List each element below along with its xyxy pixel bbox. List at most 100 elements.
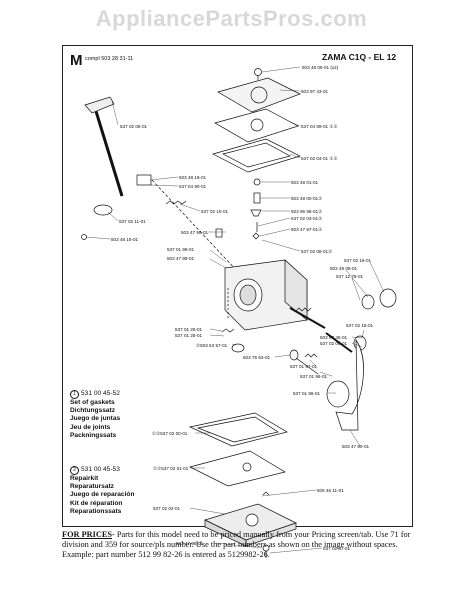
callout-label: 537 02 10-01: [201, 209, 229, 214]
callout-label: 537 02 16-01: [344, 258, 372, 263]
carburetor-body: [224, 259, 308, 331]
callout-label: 537 01 96-01: [293, 391, 321, 396]
idle-spring: [304, 353, 318, 358]
callout-label: 537 04 90-01: [179, 184, 207, 189]
metering-lever: [262, 491, 270, 496]
pump-diaphragm: [214, 108, 299, 143]
callout-label: 537 01 97-01: [290, 364, 318, 369]
kit-name: Juego de reparación: [70, 491, 135, 499]
callout-label: 503 75 53-01: [243, 355, 271, 360]
callout-label: 503 48 01-01: [291, 180, 319, 185]
valve-screw: [81, 234, 87, 240]
high-speed-needle: [289, 307, 326, 329]
fuel-screen-spring: [221, 328, 235, 333]
callout-label: 537 02 07-01: [323, 546, 351, 551]
leader-lines: [85, 66, 385, 554]
kit-name: Jeu de joints: [70, 423, 111, 431]
gasket-inner: [222, 142, 291, 168]
kit-name: Reparationssats: [70, 507, 122, 515]
callout-label: 537 02 06-01: [320, 341, 348, 346]
choke-shaft: [151, 179, 239, 273]
callout-label: 537 04 89-01 ①②: [301, 124, 338, 129]
callout-label: 537 01 25-01: [175, 333, 203, 338]
pricing-note-lead: FOR PRICES: [62, 530, 113, 539]
diagram-title: ZAMA C1Q - EL 12: [322, 52, 397, 62]
callout-label: 537 02 18-01: [346, 323, 374, 328]
kit-marker-1: 1: [70, 390, 79, 399]
callout-label: 537 12 78-01: [336, 274, 364, 279]
cover-screw: [254, 68, 262, 80]
section-letter: M: [70, 52, 83, 69]
callout-label: 537 02 04-01 ①②: [301, 156, 338, 161]
kit-name: Packningssats: [70, 431, 117, 439]
idle-screw: [295, 357, 319, 375]
callout-label: 503 48 05-01 (x2): [302, 65, 339, 70]
kit-marker-2: 2: [70, 466, 79, 475]
limiter-caps: [353, 288, 397, 351]
callout-label: 503 48 16-01: [111, 237, 139, 242]
kit-name: Kit de réparation: [70, 499, 123, 507]
throttle-shaft: [93, 107, 124, 197]
inlet-needle: [250, 209, 262, 217]
callout-label: 503 47 97-01②: [291, 227, 323, 232]
callout-label: 503 47 89-01: [167, 256, 195, 261]
callout-label: 503 97 43-01: [301, 89, 329, 94]
diaphragm-button: [242, 462, 252, 472]
callout-label: 537 01 98-01: [167, 247, 195, 252]
callout-label: 503 47 90-01: [181, 230, 209, 235]
callout-label: 537 02 11-01: [119, 219, 146, 224]
callout-label: ①②537 02 01-01: [153, 466, 189, 471]
callout-label: 503 48 09-01: [330, 266, 358, 271]
kit-name: Set of gaskets: [70, 399, 115, 406]
metering-gasket: [188, 412, 288, 447]
callout-label: 503 47 96-01: [176, 541, 204, 546]
kit-number: 531 00 45-53: [81, 466, 120, 473]
callout-label: 537 01 96-01: [300, 374, 328, 379]
choke-lever: [335, 338, 364, 431]
kit-name: Dichtungssatz: [70, 407, 116, 415]
compl-label: compl 503 28 31-11: [85, 56, 134, 62]
pump-gasket: [212, 138, 301, 173]
callout-label: 503 48 00-01②: [291, 196, 323, 201]
callout-label: 537 02 02-01: [153, 506, 181, 511]
kit-name: Juego de juntas: [70, 415, 121, 423]
part-callouts: 503 48 05-01 (x2) 503 97 43-01 537 04 89…: [111, 65, 374, 551]
callout-label: 503 96 58-01②: [291, 209, 323, 214]
kit-number: 531 00 45-52: [81, 390, 120, 397]
callout-label: 537 02 03-01②: [291, 216, 323, 221]
callout-label: ②503 53 57-01: [196, 343, 228, 348]
welch-plug: [231, 343, 245, 353]
callout-label: 537 02 08-01②: [301, 249, 333, 254]
callout-label: 537 01 26-01: [175, 327, 203, 332]
watermark: AppliancePartsPros.com: [95, 6, 368, 31]
top-cover-plate: [217, 77, 301, 113]
callout-label: 503 47 90-01: [342, 444, 370, 449]
cover-boss: [250, 86, 268, 104]
throttle-valve: [93, 204, 113, 216]
pricing-note: FOR PRICES- Parts for this model need to…: [62, 530, 412, 560]
diaphragm-center: [250, 118, 264, 132]
choke-lever-bracket: [136, 174, 152, 186]
inlet-needle-lever: [253, 192, 261, 204]
callout-label: ①②537 02 00-01: [152, 431, 188, 436]
metering-gasket-inner: [196, 416, 279, 443]
choke-spring: [165, 200, 187, 205]
metering-cover: [204, 503, 297, 547]
detent-ball: [215, 228, 223, 238]
choke-plate: [326, 380, 350, 408]
kit-name: Reparatursatz: [70, 483, 114, 491]
callout-label: 537 02 05-01: [120, 124, 148, 129]
metering-spring: [252, 232, 260, 240]
metering-diaphragm: [189, 450, 286, 487]
pricing-note-text: - Parts for this model need to be priced…: [62, 530, 411, 559]
kit-name: Repairkit: [70, 475, 99, 482]
throttle-lever: [84, 96, 115, 114]
inlet-screw: [253, 178, 261, 186]
callout-label: 505 46 11-01: [317, 488, 344, 493]
low-speed-needle: [325, 332, 353, 353]
callout-label: 503 48 19-01: [179, 175, 207, 180]
callout-label: 503 97 45-01: [320, 335, 348, 340]
